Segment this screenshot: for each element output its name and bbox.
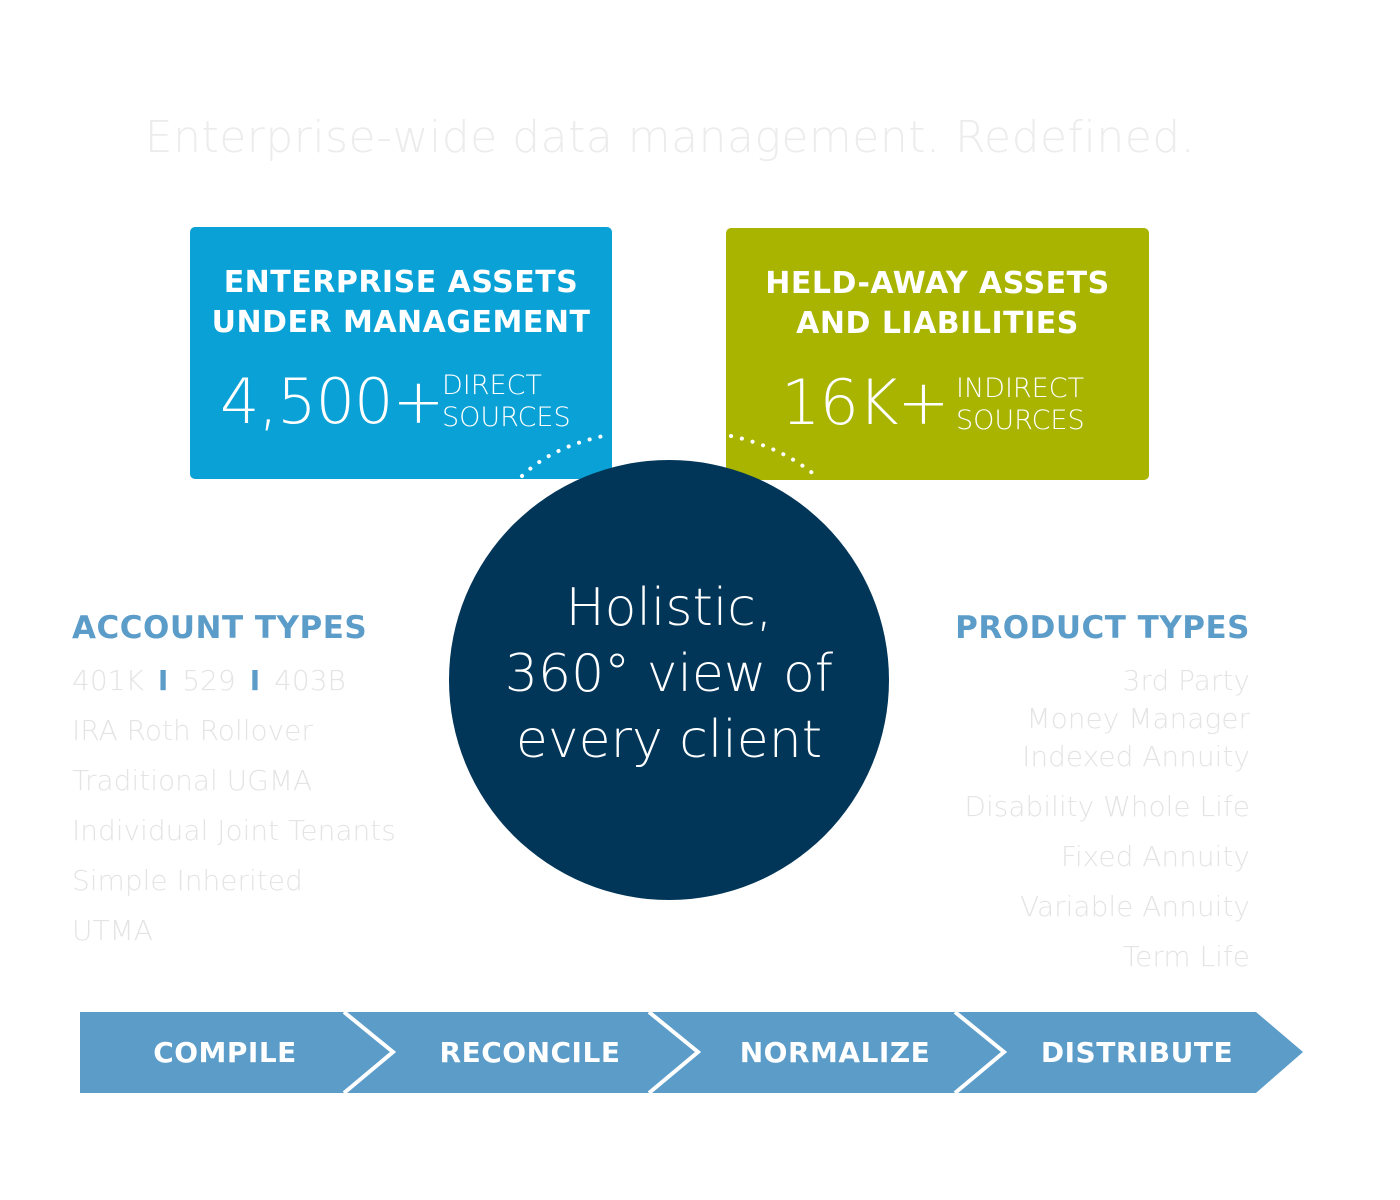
step-compile: COMPILE	[153, 1036, 297, 1069]
hub-text-line2: 360° view of	[504, 644, 834, 704]
direct-sources-count: 4,500+	[220, 365, 444, 438]
indirect-sources-label: INDIRECT SOURCES	[956, 373, 1085, 437]
held-away-assets-heading: HELD-AWAY ASSETS AND LIABILITIES	[726, 264, 1149, 344]
enterprise-heading-line2: UNDER MANAGEMENT	[211, 305, 591, 340]
hub-text-line3: every client	[515, 710, 823, 770]
hub-circle	[449, 460, 889, 900]
direct-sources-label: DIRECT SOURCES	[442, 370, 571, 434]
separator-bar: I	[249, 664, 261, 697]
list-item: UTMA	[72, 914, 153, 947]
step-distribute: DISTRIBUTE	[1040, 1036, 1234, 1069]
step-reconcile: RECONCILE	[439, 1036, 621, 1069]
chevron-divider-1	[342, 1010, 397, 1095]
list-item: Money Manager	[1026, 702, 1251, 735]
indirect-label-line2: SOURCES	[956, 405, 1085, 436]
list-item: Simple Inherited	[72, 864, 303, 897]
heldaway-heading-line2: AND LIABILITIES	[796, 306, 1079, 341]
product-types-heading: PRODUCT TYPES	[955, 610, 1250, 646]
list-item: IRA Roth Rollover	[72, 714, 313, 747]
account-types-heading: ACCOUNT TYPES	[72, 610, 368, 646]
list-item: 401K	[72, 664, 144, 697]
direct-label-line1: DIRECT	[442, 370, 542, 401]
account-types-row-retirement: 401K I 529 I 403B	[72, 664, 346, 697]
heldaway-heading-line1: HELD-AWAY ASSETS	[765, 266, 1110, 301]
list-item: Variable Annuity	[1020, 890, 1250, 923]
list-item: 3rd Party	[1122, 664, 1250, 697]
chevron-divider-2	[647, 1010, 702, 1095]
list-item: Fixed Annuity	[1060, 840, 1250, 873]
direct-label-line2: SOURCES	[442, 402, 571, 433]
list-item: Traditional UGMA	[72, 764, 313, 797]
hub-text-line1: Holistic,	[565, 578, 773, 638]
headline: Enterprise-wide data management. Redefin…	[144, 112, 1196, 163]
process-arrow-bar	[80, 1012, 1303, 1093]
hub-text: Holistic, 360° view of every client	[449, 575, 889, 773]
list-item: Term Life	[1122, 940, 1250, 973]
enterprise-assets-box: ENTERPRISE ASSETS UNDER MANAGEMENT 4,500…	[190, 227, 612, 479]
indirect-label-line1: INDIRECT	[956, 373, 1085, 404]
list-item: 403B	[274, 664, 346, 697]
list-item: Indexed Annuity	[1022, 740, 1250, 773]
list-item: Disability Whole Life	[964, 790, 1250, 823]
step-normalize: NORMALIZE	[739, 1036, 931, 1069]
enterprise-heading-line1: ENTERPRISE ASSETS	[223, 265, 579, 300]
list-item: 529	[182, 664, 236, 697]
list-item: Individual Joint Tenants	[72, 814, 396, 847]
separator-bar: I	[157, 664, 169, 697]
enterprise-assets-heading: ENTERPRISE ASSETS UNDER MANAGEMENT	[190, 263, 612, 343]
indirect-sources-count: 16K+	[781, 366, 949, 439]
chevron-divider-3	[953, 1010, 1008, 1095]
